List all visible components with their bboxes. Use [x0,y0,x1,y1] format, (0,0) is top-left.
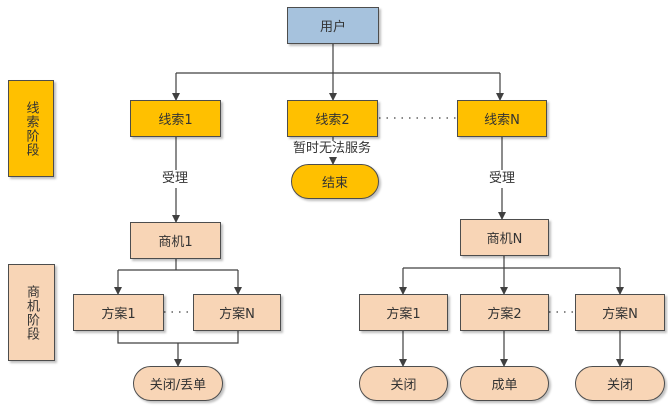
end-terminal: 结束 [291,164,379,199]
opportunity-1-result-terminal: 关闭/丢单 [133,366,223,401]
edge-opp1-plans-bus [118,259,238,271]
opportunity-1-plan-1-node: 方案1 [73,294,164,331]
stage-label-opportunity: 商机阶段 [8,264,55,361]
opportunity-n-node: 商机N [460,219,549,256]
opportunity-1-node: 商机1 [130,222,221,259]
opportunity-n-result-close-terminal: 关闭 [359,366,448,401]
lead-1-accept-label: 受理 [161,171,190,186]
lead-2-node: 线索2 [287,100,378,137]
lead-1-node: 线索1 [130,100,221,137]
opportunity-n-result-deal-terminal: 成单 [460,366,549,401]
edge-opp1-plans-merge [117,331,239,344]
edge-oppn-plans-bus [403,256,620,269]
lead-2-unavailable-label: 暂时无法服务 [292,141,373,156]
lead-n-node: 线索N [457,100,547,137]
opportunity-n-plan-2-node: 方案2 [460,294,549,331]
lead-n-accept-label: 受理 [488,171,517,186]
opportunity-n-plan-n-node: 方案N [575,294,665,331]
opportunity-1-plan-n-node: 方案N [193,294,281,331]
stage-label-lead: 线索阶段 [8,80,54,177]
opportunity-n-result-close-terminal-2: 关闭 [575,366,665,401]
user-node: 用户 [287,7,379,44]
opportunity-n-plan-1-node: 方案1 [359,294,448,331]
